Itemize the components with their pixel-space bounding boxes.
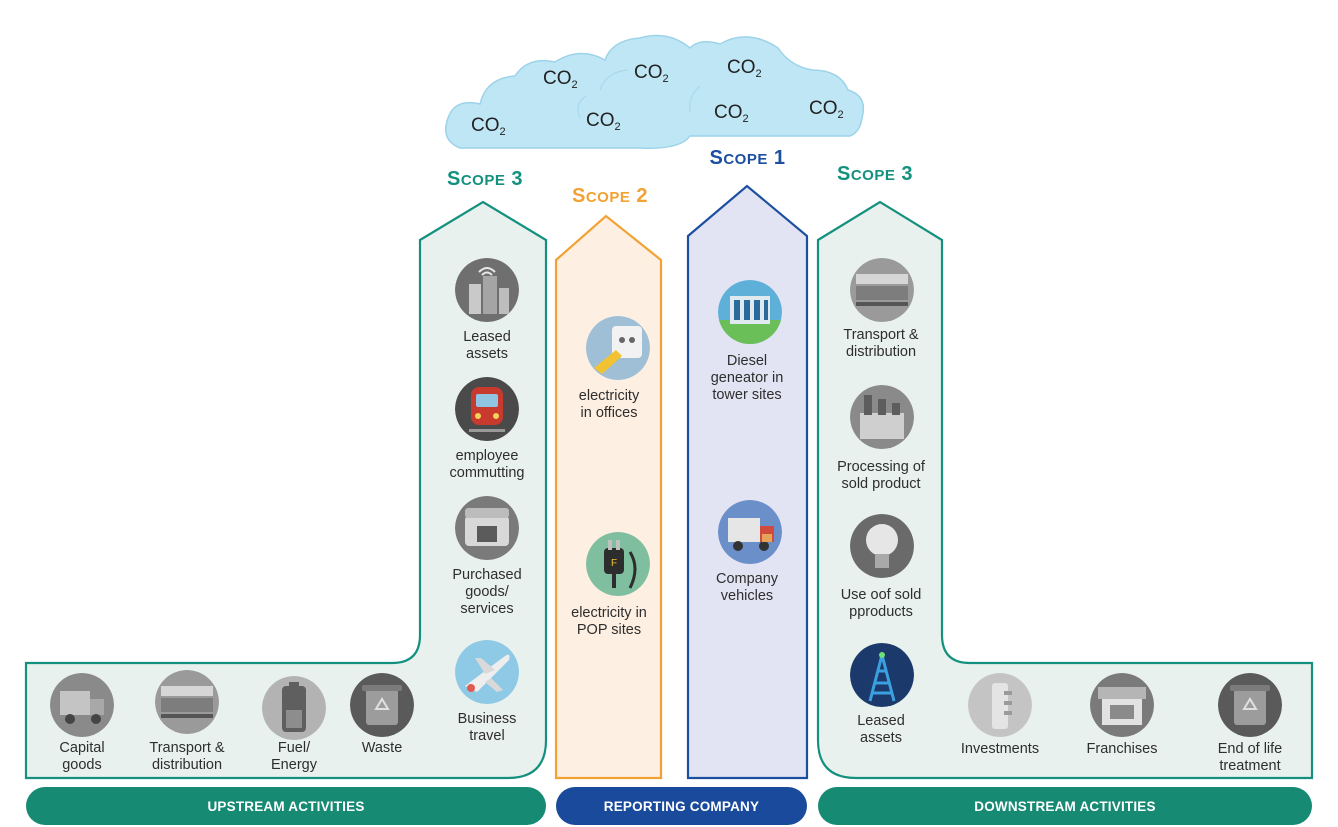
airplane-icon: [455, 640, 519, 704]
lightbulb-icon: [850, 514, 914, 578]
co2-label: CO2: [714, 102, 749, 125]
cell-tower-icon: [850, 643, 914, 707]
downstream-label-transport-distribution: Transport &distribution: [843, 327, 919, 360]
downstream-scope3-title: Scope 3: [836, 163, 914, 185]
co2-label: CO2: [727, 57, 762, 80]
svg-text:F: F: [611, 558, 617, 569]
downstream-activities-bar: DOWNSTREAM ACTIVITIES: [818, 787, 1312, 825]
factory-icon: [850, 385, 914, 449]
company-truck-icon: [718, 500, 782, 564]
scope1-title: Scope 1: [709, 147, 786, 169]
generator-icon: [718, 280, 782, 344]
power-plug-icon: F: [586, 532, 650, 596]
train-icon: [455, 377, 519, 441]
co2-cloud: [445, 34, 865, 149]
truck-icon: [50, 673, 114, 737]
scope2-title: Scope 2: [571, 185, 649, 207]
co2-label: CO2: [586, 110, 621, 133]
recycle-bin-icon: [350, 673, 414, 737]
co2-label: CO2: [809, 98, 844, 121]
scope2-arrow-shape: [554, 214, 663, 780]
upstream-label-waste: Waste: [361, 740, 403, 756]
train-transport-icon: [850, 258, 914, 322]
recycle-bin-icon: [1218, 673, 1282, 737]
purchased-goods-icon: [455, 496, 519, 560]
investments-icon: [968, 673, 1032, 737]
co2-label: CO2: [634, 62, 669, 85]
co2-label: CO2: [471, 115, 506, 138]
downstream-label-franchises: Franchises: [1086, 741, 1158, 757]
leased-assets-icon: [455, 258, 519, 322]
storefront-icon: [1090, 673, 1154, 737]
upstream-label-fuel-energy: Fuel/Energy: [271, 740, 317, 773]
reporting-company-bar: REPORTING COMPANY: [556, 787, 807, 825]
power-socket-icon: [586, 316, 650, 380]
battery-icon: [262, 676, 326, 740]
co2-label: CO2: [543, 68, 578, 91]
scope1-arrow-shape: [686, 184, 809, 780]
downstream-label-investments: Investments: [960, 741, 1040, 757]
upstream-activities-bar: UPSTREAM ACTIVITIES: [26, 787, 546, 825]
downstream-arrow-shape: [816, 200, 1314, 780]
upstream-label-transport-distribution: Transport &distribution: [149, 740, 225, 773]
train-transport-icon: [155, 670, 219, 734]
upstream-scope3-title: Scope 3: [446, 168, 524, 190]
